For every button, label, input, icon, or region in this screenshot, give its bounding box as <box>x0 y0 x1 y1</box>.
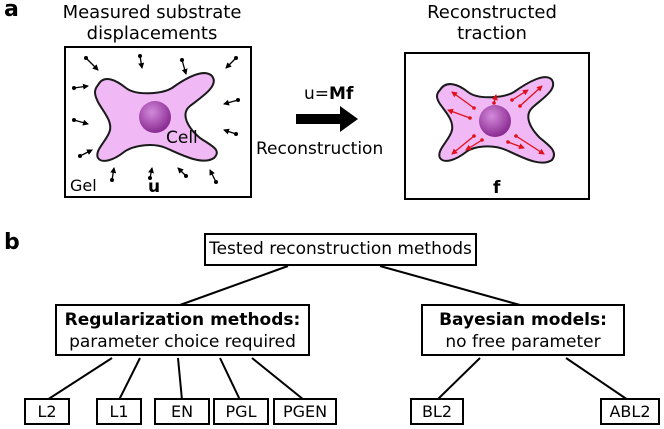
panel-label-a: a <box>4 0 19 22</box>
traction-arrows <box>447 85 545 155</box>
leaf-l2: L2 <box>24 398 70 425</box>
root-node-label: Tested reconstruction methods <box>209 239 472 259</box>
reconstruction-arrow <box>296 106 358 132</box>
equation-mf: Mf <box>329 84 354 104</box>
leaf-bl2: BL2 <box>410 398 464 425</box>
equation-u: u= <box>304 84 329 104</box>
u-symbol: u <box>148 177 160 197</box>
bayesian-node: Bayesian models: no free parameter <box>421 304 625 356</box>
bayesian-title: Bayesian models: <box>439 310 607 330</box>
leaf-l1: L1 <box>96 398 142 425</box>
gel-label: Gel <box>70 176 97 195</box>
right-title-line2: traction <box>457 23 527 44</box>
leaf-abl2: ABL2 <box>600 398 660 425</box>
equation: u=Mf <box>304 84 354 104</box>
cell-label: Cell <box>166 128 198 148</box>
root-node: Tested reconstruction methods <box>204 233 477 266</box>
reconstruction-label: Reconstruction <box>256 139 383 159</box>
leaf-en: EN <box>154 398 210 425</box>
regularization-node: Regularization methods: parameter choice… <box>55 304 310 356</box>
panel-label-b: b <box>4 230 20 255</box>
panel-a-illustration: Cell Gel u f u=Mf Reconstruction <box>64 46 590 200</box>
tree-connectors <box>46 265 629 401</box>
right-title-line1: Reconstructed <box>427 2 557 23</box>
leaf-pgen: PGEN <box>273 398 337 425</box>
bayesian-subtitle: no free parameter <box>445 332 601 352</box>
regularization-title: Regularization methods: <box>64 310 301 330</box>
left-title: Measured substrate displacements <box>48 2 256 44</box>
right-nucleus <box>479 105 511 137</box>
f-symbol: f <box>493 178 501 198</box>
leaf-pgl: PGL <box>213 398 269 425</box>
left-nucleus <box>139 101 171 133</box>
left-title-line2: displacements <box>86 23 218 44</box>
left-title-line1: Measured substrate <box>62 2 242 23</box>
regularization-subtitle: parameter choice required <box>69 332 296 352</box>
right-title: Reconstructed traction <box>410 2 574 44</box>
